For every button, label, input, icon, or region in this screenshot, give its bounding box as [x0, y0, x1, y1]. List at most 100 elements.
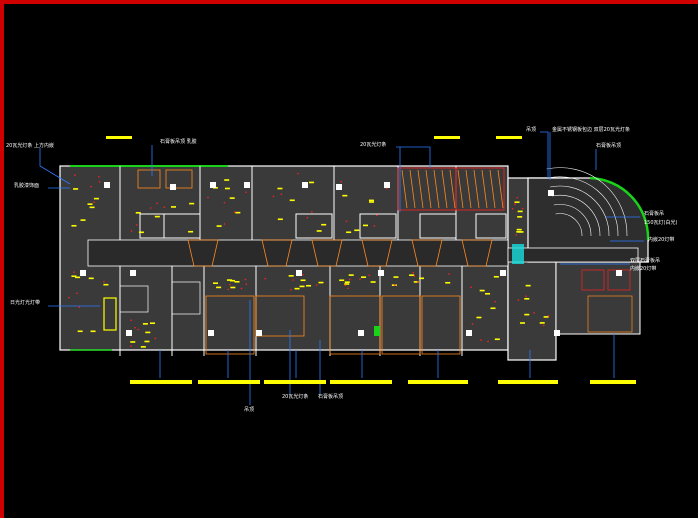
strip-hatch — [489, 169, 496, 209]
light-fixture — [90, 330, 96, 333]
light-fixture — [493, 275, 499, 278]
restroom-block — [475, 213, 507, 239]
light-fixture — [485, 292, 491, 295]
room-partitions — [119, 166, 628, 356]
light-fixture — [354, 229, 360, 232]
down-light — [223, 223, 226, 225]
light-fixture — [524, 297, 530, 300]
lower-room-ceiling — [329, 295, 381, 355]
dimension-bar — [198, 380, 260, 384]
down-light — [515, 234, 517, 236]
light-fixture — [230, 286, 236, 289]
down-light — [264, 277, 267, 280]
down-light — [78, 306, 81, 308]
light-fixture — [71, 224, 77, 227]
lower-room-ceiling — [205, 295, 255, 355]
down-light — [156, 202, 158, 205]
corridor — [87, 239, 639, 267]
strip-hatch — [481, 169, 488, 209]
down-light — [470, 286, 472, 288]
down-light — [134, 326, 136, 329]
light-fixture — [235, 211, 241, 214]
light-fixture — [103, 283, 109, 286]
light-fixture — [289, 199, 295, 202]
label-top-right-b: 金属不锈钢板包边 双层20瓦光灯条 — [552, 126, 630, 133]
down-light — [359, 278, 361, 280]
down-light — [517, 299, 520, 301]
light-fixture — [138, 231, 144, 234]
down-light — [130, 345, 132, 347]
strip-hatch — [457, 169, 464, 209]
light-fixture — [154, 215, 160, 218]
down-light — [149, 207, 152, 209]
light-fixture — [80, 219, 86, 221]
dimension-bar — [408, 380, 468, 384]
lower-room-ceiling — [421, 295, 461, 355]
down-light — [368, 274, 371, 277]
down-light — [223, 201, 226, 204]
down-light — [245, 283, 248, 286]
light-fixture — [479, 289, 485, 292]
light-fixture — [277, 218, 283, 221]
label-top-right-c: 石膏板吊顶 — [596, 142, 621, 149]
light-fixture — [75, 276, 81, 279]
light-fixture — [518, 231, 524, 233]
light-fixture — [144, 340, 150, 343]
corridor-ceiling-panel — [461, 239, 493, 267]
down-light — [93, 201, 95, 204]
light-fixture — [362, 224, 368, 227]
light-fixture — [309, 181, 315, 184]
down-light — [280, 193, 283, 195]
light-fixture — [519, 322, 525, 324]
light-fixture — [346, 231, 352, 234]
light-fixture — [361, 276, 367, 278]
light-fixture — [216, 286, 222, 289]
corridor-ceiling-panel — [411, 239, 443, 267]
seating-arc — [551, 194, 601, 237]
down-light — [542, 324, 545, 327]
down-light — [412, 271, 415, 274]
down-light — [516, 196, 519, 199]
light-fixture — [445, 281, 451, 284]
down-light — [245, 191, 247, 193]
label-bottom-2: 20瓦光灯条 — [282, 393, 308, 400]
dimension-bar — [106, 136, 132, 139]
label-bottom-1: 吊顶 — [244, 407, 254, 413]
down-light — [130, 230, 133, 232]
lower-room-ceiling — [381, 295, 421, 355]
down-light — [348, 278, 351, 281]
column — [130, 270, 136, 276]
down-light — [471, 323, 474, 325]
label-top-ceiling-a: 石膏板吊顶 乳胶 — [160, 138, 197, 145]
down-light — [98, 175, 100, 178]
down-light — [68, 296, 70, 299]
column — [256, 330, 262, 336]
seating-arc — [546, 167, 628, 237]
column — [104, 182, 110, 188]
light-fixture — [368, 199, 374, 202]
light-fixture — [342, 194, 348, 197]
leader-line — [540, 131, 549, 178]
annotation-labels: 20瓦光灯条 上方内嵌 石膏板吊顶 乳胶 20瓦光灯条 吊顶 金属不锈钢板包边 … — [6, 126, 677, 413]
dimension-bar — [330, 380, 392, 384]
down-light — [345, 220, 348, 222]
down-light — [98, 180, 101, 183]
leader-line — [39, 148, 71, 185]
accent-cyan — [512, 244, 524, 264]
strip-hatch — [473, 169, 480, 209]
light-fixture — [88, 277, 94, 280]
down-light — [311, 210, 313, 213]
leader-lines — [39, 131, 644, 405]
light-fixture — [71, 275, 77, 278]
light-fixture — [318, 281, 324, 284]
light-fixture — [135, 211, 141, 214]
strip-hatch — [409, 169, 416, 209]
down-light — [244, 278, 247, 281]
strip-hatch — [425, 169, 432, 209]
column — [170, 184, 176, 190]
label-bottom-3: 石膏板吊顶 — [318, 393, 343, 400]
down-light — [494, 300, 497, 303]
light-fixture — [224, 187, 230, 190]
column — [336, 184, 342, 190]
